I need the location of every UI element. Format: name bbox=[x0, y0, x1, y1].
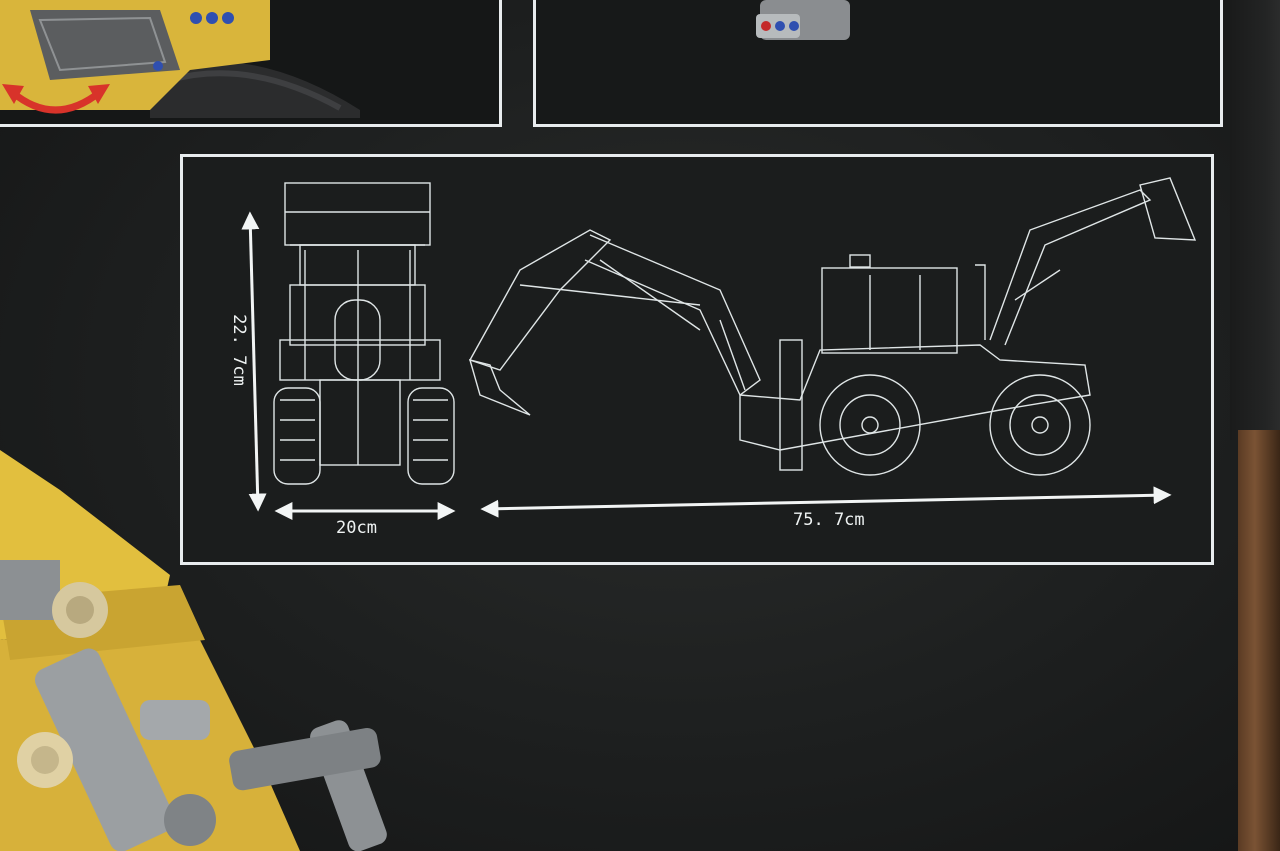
blue-pin bbox=[789, 21, 799, 31]
front-wheel bbox=[989, 374, 1091, 476]
yellow-technic-model bbox=[0, 450, 387, 851]
gray-panel-part bbox=[30, 10, 180, 80]
blue-pin bbox=[222, 12, 234, 24]
front-left-tire bbox=[273, 387, 321, 485]
arrowhead-left bbox=[2, 84, 24, 104]
front-bucket bbox=[284, 182, 431, 246]
backhoe-boom bbox=[468, 229, 612, 371]
tractor-body bbox=[739, 344, 1091, 451]
side-view-drawing bbox=[468, 177, 1197, 476]
cardboard-edge bbox=[1238, 430, 1280, 851]
height-dimension-arrow-icon bbox=[241, 211, 267, 512]
cab-frame bbox=[821, 267, 958, 354]
tire-tread bbox=[169, 70, 342, 111]
gray-beam bbox=[229, 727, 381, 791]
grille-outline bbox=[38, 16, 167, 72]
arrowhead-right bbox=[88, 84, 110, 104]
gray-joint bbox=[164, 794, 216, 846]
gray-axle bbox=[0, 560, 60, 620]
blue-pin bbox=[206, 12, 218, 24]
height-label: 22. 7cm bbox=[228, 314, 249, 386]
length-label: 75. 7cm bbox=[793, 510, 865, 530]
feature-panel-motor bbox=[533, 0, 1223, 127]
backhoe-arm bbox=[584, 234, 761, 397]
blue-pin bbox=[775, 21, 785, 31]
red-pin bbox=[761, 21, 771, 31]
blue-pin bbox=[190, 12, 202, 24]
gray-driveshaft bbox=[34, 648, 176, 851]
width-label: 20cm bbox=[336, 518, 377, 538]
backhoe-bucket bbox=[468, 359, 531, 416]
box-side-flap bbox=[1230, 0, 1280, 440]
front-view-drawing bbox=[273, 182, 455, 485]
red-curved-rotation-arrow-icon bbox=[9, 89, 103, 114]
front-right-tire bbox=[407, 387, 455, 485]
length-dimension-arrow-icon bbox=[480, 486, 1172, 518]
loader-bucket bbox=[1139, 177, 1197, 241]
gray-pin-part bbox=[140, 700, 210, 740]
loader-arm bbox=[989, 189, 1152, 346]
rear-wheel bbox=[819, 374, 921, 476]
blue-pin bbox=[153, 61, 163, 71]
